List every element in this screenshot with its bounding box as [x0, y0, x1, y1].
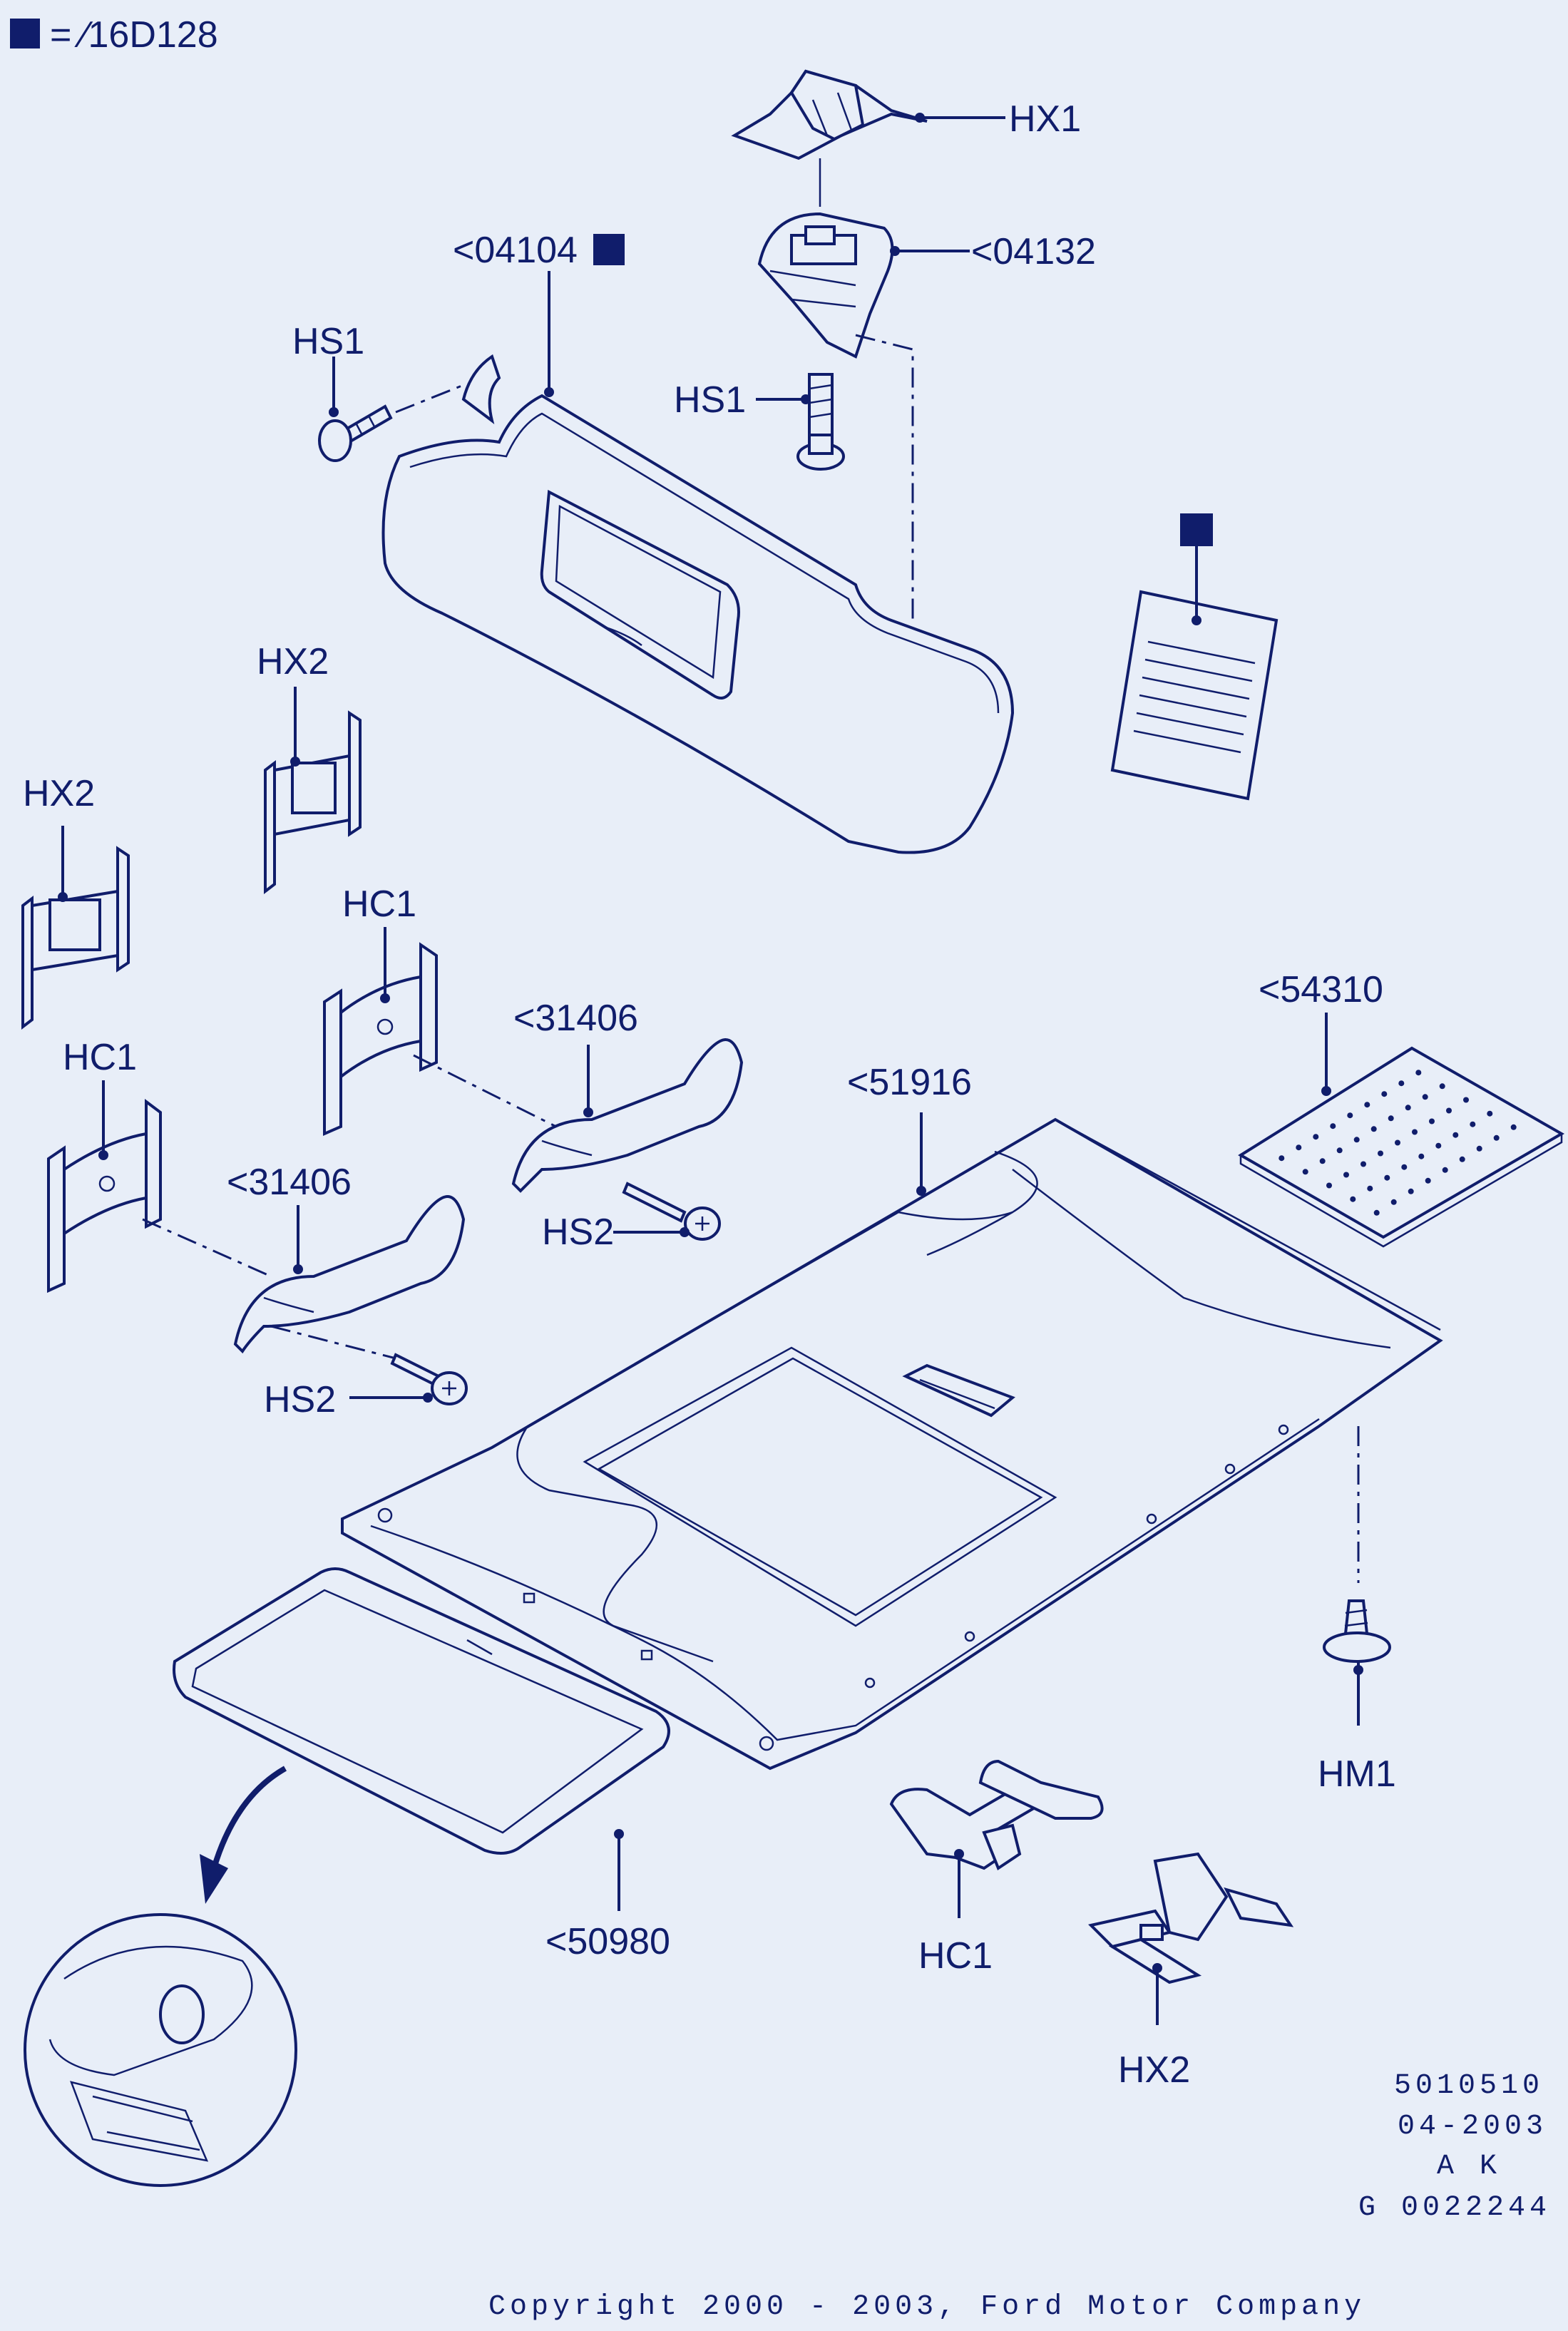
- warning-label: [1110, 590, 1279, 801]
- pad-dot: [1415, 1070, 1422, 1076]
- pad-dot: [1279, 1155, 1285, 1162]
- pad-dot: [1364, 1102, 1370, 1108]
- pad-dot: [1452, 1132, 1459, 1138]
- hc1-clip-bottom: [889, 1759, 1104, 1871]
- pad-dot: [1408, 1188, 1414, 1194]
- pad-dot: [1347, 1112, 1353, 1119]
- pad-dot: [1319, 1158, 1326, 1164]
- sunroof-seal-50980: [173, 1567, 670, 1855]
- hs2-screw-lower: [390, 1353, 468, 1405]
- callout-hs1-right: HS1: [674, 379, 746, 421]
- pad-dot: [1418, 1153, 1425, 1159]
- pad-dot: [1296, 1144, 1302, 1151]
- callout-hc1-upper: HC1: [342, 883, 416, 925]
- pad-dot: [1350, 1196, 1356, 1202]
- pad-dot: [1429, 1118, 1435, 1124]
- sun-visor-04104: [381, 354, 1015, 854]
- callout-hx2-bottom: HX2: [1118, 2049, 1190, 2091]
- hs2-screw-upper: [622, 1182, 721, 1241]
- pad-dot: [1446, 1107, 1452, 1114]
- headliner-51916: [341, 1117, 1443, 1771]
- info-line-1: 5010510: [1394, 2070, 1544, 2102]
- callout-54310: <54310: [1259, 969, 1383, 1010]
- pad-dot: [1326, 1182, 1332, 1189]
- pad-dot: [1493, 1134, 1500, 1141]
- info-line-4: G 0022244 0: [1358, 2192, 1568, 2224]
- callout-hx1: HX1: [1009, 98, 1081, 140]
- pad-dot: [1313, 1134, 1319, 1140]
- pad-dot: [1361, 1161, 1366, 1167]
- hc1-clip-left: [47, 1099, 162, 1293]
- pad-dot: [1463, 1097, 1469, 1103]
- grab-handle-lower: [233, 1195, 466, 1354]
- visor-bracket-04132: [757, 212, 894, 359]
- hs1-screw-upright: [796, 373, 845, 471]
- pad-dot: [1470, 1121, 1476, 1127]
- pad-dot: [1390, 1199, 1397, 1205]
- callout-hc1-bottom: HC1: [918, 1935, 993, 1977]
- hm1-push-pin: [1323, 1599, 1391, 1663]
- pad-dot: [1302, 1169, 1308, 1175]
- legend-square-icon: [10, 19, 40, 48]
- pad-dot: [1395, 1139, 1400, 1146]
- hx1-clip: [731, 69, 928, 160]
- pad-dot: [1330, 1123, 1336, 1129]
- pad-dot: [1401, 1164, 1408, 1170]
- callout-hs1-left: HS1: [292, 321, 364, 362]
- label-square-icon: [1180, 513, 1213, 546]
- pad-dot: [1388, 1115, 1394, 1122]
- info-line-2: 04-2003: [1398, 2111, 1547, 2143]
- pad-dot: [1336, 1147, 1343, 1154]
- hx2-clip-bottom: [1088, 1852, 1294, 1984]
- pad-dot: [1353, 1137, 1360, 1143]
- pad-dot: [1398, 1080, 1405, 1087]
- pad-dot: [1425, 1177, 1431, 1184]
- pad-dot: [1378, 1150, 1383, 1157]
- hs1-screw-left: [318, 404, 393, 462]
- grab-handle-upper: [511, 1038, 744, 1193]
- pad-dot: [1367, 1185, 1373, 1192]
- pad-dot: [1459, 1156, 1465, 1162]
- pad-dot: [1381, 1091, 1388, 1097]
- pad-dot: [1435, 1142, 1442, 1149]
- callout-50980: <50980: [545, 1921, 670, 1962]
- callout-04132: <04132: [971, 231, 1096, 272]
- callout-31406-lower: <31406: [227, 1162, 352, 1203]
- info-line-3: A K: [1437, 2151, 1501, 2183]
- pad-dot: [1510, 1124, 1517, 1130]
- callout-04104-square-icon: [593, 234, 625, 265]
- seal-detail-view: [24, 1913, 297, 2187]
- callout-hs2-upper: HS2: [542, 1211, 614, 1253]
- pad-dot: [1476, 1145, 1482, 1152]
- pad-dot: [1487, 1110, 1493, 1117]
- hc1-clip-upper: [323, 942, 438, 1137]
- callout-31406-upper: <31406: [513, 998, 638, 1039]
- callout-hs2-lower: HS2: [264, 1379, 336, 1420]
- pad-dot: [1412, 1129, 1418, 1135]
- pad-dot: [1405, 1105, 1411, 1111]
- pad-dot: [1422, 1094, 1428, 1100]
- callout-51916: <51916: [847, 1062, 972, 1103]
- legend-text: = ⁄16D128: [50, 14, 218, 56]
- callout-hc1-left: HC1: [63, 1037, 137, 1078]
- insulator-pad-54310: [1238, 1046, 1565, 1248]
- pad-dot: [1439, 1083, 1445, 1090]
- pad-dot: [1373, 1209, 1380, 1216]
- hx2-clip-left: [21, 846, 130, 1030]
- callout-hx2-upper: HX2: [257, 641, 329, 682]
- pad-dot: [1343, 1172, 1349, 1178]
- callout-hm1: HM1: [1318, 1753, 1396, 1795]
- copyright: Copyright 2000 - 2003, Ford Motor Compan…: [488, 2291, 1365, 2323]
- pad-dot: [1370, 1126, 1377, 1132]
- pad-dot: [1384, 1174, 1390, 1181]
- callout-hx2-left: HX2: [23, 773, 95, 814]
- callout-04104: <04104: [453, 230, 578, 271]
- pad-dot: [1442, 1167, 1448, 1173]
- hx2-clip-upper: [264, 710, 362, 895]
- detail-arrow-icon: [211, 1766, 287, 1870]
